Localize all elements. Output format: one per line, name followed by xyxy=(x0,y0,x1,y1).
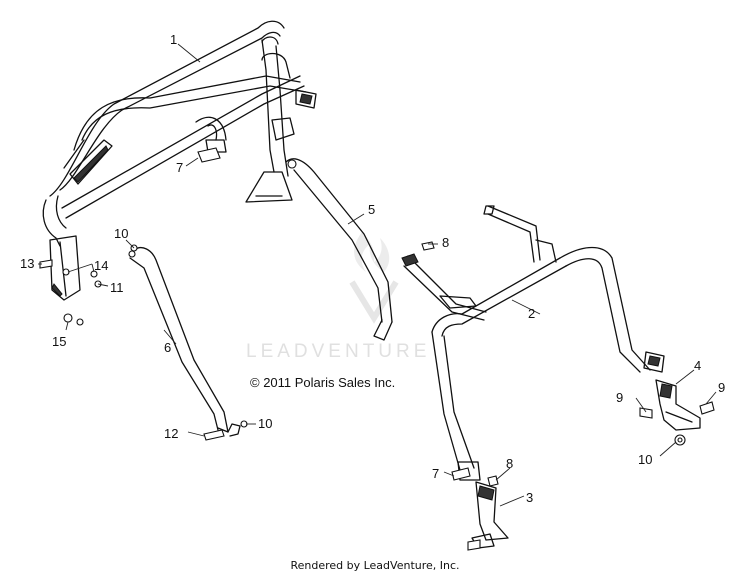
callout-7-bottom: 7 xyxy=(432,466,439,481)
callout-1: 1 xyxy=(170,32,177,47)
rear-roll-cage xyxy=(401,205,665,481)
callout-15: 15 xyxy=(52,334,66,349)
callout-9-right: 9 xyxy=(718,380,725,395)
callout-10-top: 10 xyxy=(114,226,128,241)
leadventure-watermark-logo xyxy=(349,232,399,324)
callout-3: 3 xyxy=(526,490,533,505)
callouts: 1 2 3 4 5 6 7 7 8 8 9 9 10 10 10 11 12 1… xyxy=(20,32,725,505)
callout-8-bottom: 8 xyxy=(506,456,513,471)
brace-tube-5 xyxy=(285,158,393,341)
front-roll-cage xyxy=(42,20,317,301)
hardware xyxy=(39,147,499,487)
callout-12: 12 xyxy=(164,426,178,441)
footer-credit: Rendered by LeadVenture, Inc. xyxy=(290,559,460,572)
leader-lines xyxy=(38,43,717,507)
callout-8-top: 8 xyxy=(442,235,449,250)
watermark-text: LEADVENTURE xyxy=(246,341,430,362)
foot-bracket-3 xyxy=(467,481,509,551)
callout-10-mid: 10 xyxy=(258,416,272,431)
callout-10-bottom: 10 xyxy=(638,452,652,467)
callout-7-top: 7 xyxy=(176,160,183,175)
copyright-text: © 2011 Polaris Sales Inc. xyxy=(250,375,395,390)
callout-13: 13 xyxy=(20,256,34,271)
callout-4: 4 xyxy=(694,358,701,373)
callout-9-left: 9 xyxy=(616,390,623,405)
callout-14: 14 xyxy=(94,258,108,273)
side-tube-6 xyxy=(128,246,241,437)
callout-5: 5 xyxy=(368,202,375,217)
callout-6: 6 xyxy=(164,340,171,355)
callout-11: 11 xyxy=(110,280,124,295)
foot-bracket-4 xyxy=(639,379,715,446)
callout-2: 2 xyxy=(528,306,535,321)
